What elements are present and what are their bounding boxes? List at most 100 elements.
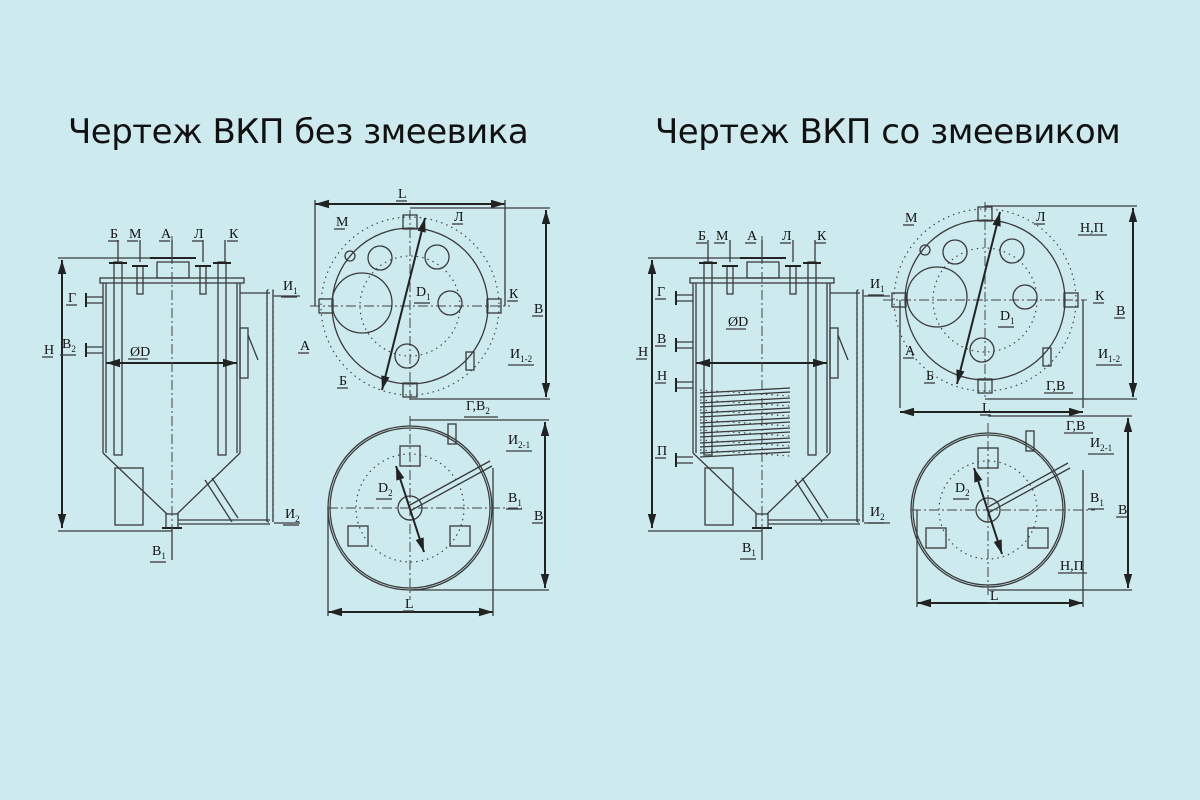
d1-dimension: [956, 211, 1001, 385]
callout-label: D1: [1000, 309, 1015, 326]
port-m: [367, 245, 393, 271]
callout-label: И1: [870, 277, 885, 294]
coil-turn: [699, 427, 791, 434]
callout-label: И2: [870, 505, 885, 522]
callout-label: Г: [657, 285, 665, 300]
mounting-lug: [891, 292, 907, 308]
d2-dimension: [395, 465, 425, 553]
support-leg: [114, 467, 144, 526]
callout-label: В: [534, 302, 543, 317]
coil-turn: [699, 449, 791, 457]
callout-label: Г,В: [1066, 419, 1085, 434]
callout-label: В: [657, 332, 666, 347]
callout-label: В2: [62, 337, 76, 354]
coil-turn: [699, 437, 791, 444]
callout-label: ØD: [728, 315, 748, 330]
coil-turn: [699, 387, 791, 394]
callout-label: D2: [955, 481, 970, 498]
support-pad: [925, 527, 947, 549]
d2-dimension: [973, 467, 1003, 555]
top-nozzle: [1025, 430, 1035, 452]
internal-pipe: [113, 261, 123, 456]
top-nozzle: [136, 265, 144, 295]
top-nozzle: [789, 265, 797, 295]
mounting-lug: [318, 298, 334, 314]
callout-label: ØD: [130, 345, 150, 360]
side-bracket: [829, 327, 839, 379]
coil-turn: [699, 451, 791, 458]
callout-label: И1-2: [510, 347, 532, 364]
sensor-nozzle: [465, 351, 475, 371]
callout-label: Л: [194, 227, 204, 242]
callout-label: К: [817, 229, 827, 244]
coil-turn: [699, 417, 791, 424]
coil-turn: [699, 421, 791, 428]
coil-turn: [699, 439, 791, 447]
support-pad: [449, 525, 471, 547]
callout-label: Н,П: [1060, 559, 1084, 574]
coil-turn: [699, 409, 791, 417]
coil-turn: [699, 419, 791, 427]
callout-label: В1: [742, 541, 756, 558]
callout-label: L: [398, 187, 407, 202]
support-leg: [801, 477, 829, 519]
callout-label: П: [657, 444, 667, 459]
gauge-pipe: [409, 465, 493, 512]
manhole: [746, 261, 780, 279]
callout-label: А: [300, 339, 311, 354]
callout-label: Н: [657, 369, 667, 384]
callout-label: И2-1: [508, 433, 530, 450]
port-l: [424, 244, 450, 270]
level-gauge: [266, 289, 274, 523]
mounting-lug: [1063, 292, 1079, 308]
title-without-coil: Чертеж ВКП без змеевика: [68, 112, 529, 152]
support-pad: [347, 525, 369, 547]
mounting-lug: [486, 298, 502, 314]
valve: [919, 244, 931, 256]
manhole-a: [906, 266, 968, 328]
callout-label: Л: [782, 229, 792, 244]
callout-label: К: [1095, 289, 1105, 304]
callout-label: Б: [110, 227, 118, 242]
port-k: [437, 290, 463, 316]
side-bracket: [837, 334, 849, 361]
gauge-pipe: [987, 462, 1069, 508]
callout-label: Г,В2: [466, 399, 490, 416]
callout-label: В1: [508, 491, 522, 508]
manhole-a: [331, 272, 393, 334]
coil-turn: [699, 397, 791, 404]
support-leg: [211, 477, 239, 519]
valve: [344, 250, 356, 262]
top-nozzle: [726, 265, 734, 295]
callout-label: М: [129, 227, 142, 242]
coil-turn: [699, 389, 791, 397]
callout-label: L: [982, 401, 991, 416]
top-nozzle: [447, 423, 457, 445]
callout-label: Г,В: [1046, 379, 1065, 394]
callout-label: Б: [926, 369, 934, 384]
sensor-nozzle: [1042, 347, 1052, 367]
callout-label: М: [905, 211, 918, 226]
cone: [176, 452, 241, 515]
port-k: [1012, 284, 1038, 310]
callout-label: Б: [339, 374, 347, 389]
coil-turn: [699, 391, 791, 398]
side-bracket: [247, 334, 259, 361]
callout-label: К: [509, 287, 519, 302]
internal-pipe: [217, 261, 227, 456]
callout-label: В: [1118, 503, 1127, 518]
callout-label: Л: [454, 210, 464, 225]
coil-turn: [699, 407, 791, 414]
coil-turn: [699, 401, 791, 408]
d1-dimension: [381, 217, 426, 391]
cone: [766, 452, 831, 515]
callout-label: Г: [68, 291, 76, 306]
callout-label: К: [229, 227, 239, 242]
support-leg: [204, 479, 233, 523]
callout-label: В: [1116, 304, 1125, 319]
callout-label: L: [990, 589, 999, 604]
callout-label: D2: [378, 481, 393, 498]
coil-turn: [699, 411, 791, 418]
